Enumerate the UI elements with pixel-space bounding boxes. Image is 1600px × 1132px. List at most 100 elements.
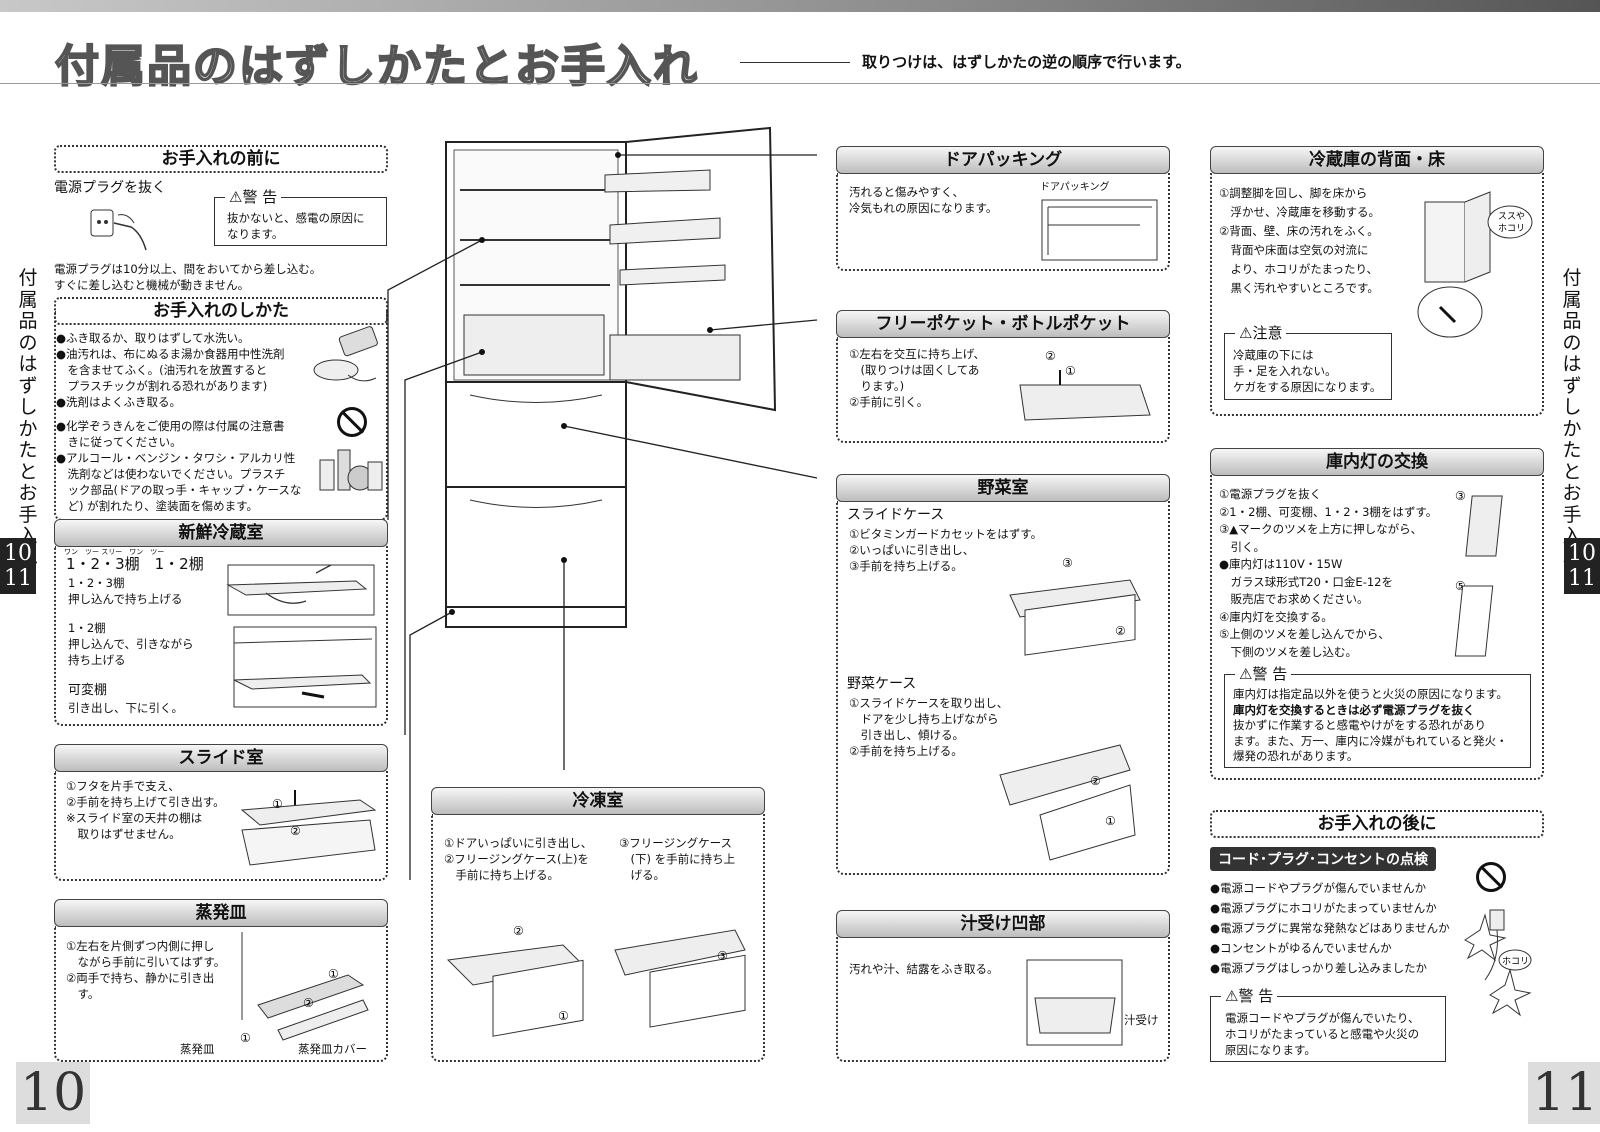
variable-shelf-title: 可変棚 bbox=[68, 683, 108, 698]
door-packing-fig-label: ドアパッキング bbox=[1040, 182, 1110, 193]
shelf-12-text: 押し込んで、引きながら持ち上げる bbox=[68, 637, 194, 667]
svg-text:ススや: ススや bbox=[1498, 211, 1525, 222]
shelf-123-text: 押し込んで持ち上げる bbox=[68, 592, 183, 606]
inspection-checklist: ●電源コードやプラグが傷んでいませんか●電源プラグにホコリがたまっていませんか●… bbox=[1210, 881, 1450, 975]
evap-tray-label: 蒸発皿 bbox=[180, 1042, 215, 1056]
drip-illustration bbox=[1026, 959, 1123, 1046]
caution-triangle-icon: ⚠ bbox=[1239, 324, 1253, 342]
after-care-warning-box: ⚠警 告 電源コードやプラグが傷んでいたり、ホコリがたまっていると感電や火災の原… bbox=[1210, 985, 1446, 1062]
svg-text:③: ③ bbox=[1062, 556, 1073, 570]
freezer-steps-1: ①ドアいっぱいに引き出し、②フリージングケース(上)を 手前に持ち上げる。 bbox=[444, 836, 593, 882]
fresh-room-heading: 新鮮冷蔵室 bbox=[54, 519, 388, 547]
vegetable-heading: 野菜室 bbox=[836, 474, 1170, 502]
svg-text:ホコリ: ホコリ bbox=[1502, 956, 1529, 967]
top-bar bbox=[0, 0, 1600, 12]
svg-text:②: ② bbox=[513, 924, 524, 938]
warning-triangle-icon: ⚠ bbox=[229, 188, 243, 206]
plug-illustration bbox=[90, 209, 147, 251]
warning-triangle-icon: ⚠ bbox=[1239, 665, 1253, 683]
warning-title: ⚠警 告 bbox=[225, 186, 282, 207]
free-pocket-heading: フリーポケット・ボトルポケット bbox=[836, 310, 1170, 338]
freezer-steps-2: ③フリージングケース (下) を手前に持ち上 げる。 bbox=[619, 836, 736, 882]
shelf-12-title: 1・2棚 bbox=[68, 621, 106, 635]
slide-room-illustration: ①② bbox=[240, 790, 377, 866]
page-subtitle: 取りつけは、はずしかたの逆の順序で行います。 bbox=[862, 53, 1191, 71]
variable-shelf-text: 引き出し、下に引く。 bbox=[68, 701, 183, 715]
after-care-heading: お手入れの後に bbox=[1210, 810, 1544, 838]
lamp-illustration: ③ ⑤ bbox=[1454, 489, 1503, 657]
evap-tray-steps: ①左右を片側ずつ内側に押し ながら手前に引いてはずす。②両手で持ち、静かに引き出… bbox=[66, 939, 226, 1001]
veg-case-title: 野菜ケース bbox=[847, 676, 917, 692]
fresh-room-box bbox=[54, 546, 388, 726]
evap-cover-label: 蒸発皿カバー bbox=[298, 1042, 367, 1056]
svg-text:①: ① bbox=[1105, 814, 1116, 828]
slide-room-box bbox=[54, 771, 388, 881]
slide-case-steps: ①ビタミンガードカセットをはずす。②いっぱいに引き出し、③手前を持ち上げる。 bbox=[849, 527, 1043, 573]
svg-text:ホコリ: ホコリ bbox=[1498, 223, 1525, 234]
page-number-right: 11 bbox=[1528, 1062, 1600, 1124]
page-title: 付属品のはずしかたとお手入れ bbox=[54, 40, 699, 93]
veg-case-steps: ①スライドケースを取り出し、 ドアを少し持ち上げながら 引き出し、傾ける。②手前… bbox=[849, 696, 1009, 758]
svg-text:①: ① bbox=[1065, 364, 1076, 378]
lamp-box bbox=[1210, 475, 1544, 780]
free-pocket-box bbox=[836, 337, 1170, 443]
door-packing-box bbox=[836, 173, 1170, 271]
back-floor-steps: ①調整脚を回し、脚を床から 浮かせ、冷蔵庫を移動する。②背面、壁、床の汚れをふく… bbox=[1219, 186, 1380, 295]
lamp-heading: 庫内灯の交換 bbox=[1210, 448, 1544, 476]
unplug-label: 電源プラグを抜く bbox=[54, 180, 166, 196]
prohibited-icon bbox=[1476, 862, 1506, 892]
shelf-123-illustration bbox=[226, 564, 375, 616]
freezer-upper-illustration: ②① bbox=[446, 924, 585, 1037]
shelf-12-illustration bbox=[233, 626, 377, 708]
drip-fig-label: 汁受け bbox=[1124, 1013, 1159, 1027]
evap-tray-heading: 蒸発皿 bbox=[54, 899, 388, 927]
veg-case-illustration: ②① bbox=[999, 744, 1136, 861]
lamp-warning-box: ⚠警 告 庫内灯は指定品以外を使うと火災の原因になります。 庫内灯を交換するとき… bbox=[1224, 663, 1531, 768]
freezer-lower-illustration: ③ bbox=[614, 929, 746, 1028]
before-care-heading: お手入れの前に bbox=[54, 145, 388, 173]
unplug-note: 電源プラグは10分以上、間をおいてから差し込む。すぐに差し込むと機械が動きません… bbox=[54, 262, 322, 292]
evap-tray-illustration: ① ② ① bbox=[240, 932, 369, 1045]
svg-text:①: ① bbox=[328, 967, 339, 981]
svg-text:③: ③ bbox=[1455, 489, 1466, 503]
drip-text: 汚れや汁、結露をふき取る。 bbox=[849, 962, 999, 976]
svg-text:②: ② bbox=[290, 824, 301, 838]
svg-text:②: ② bbox=[1115, 624, 1126, 638]
warning-triangle-icon: ⚠ bbox=[1225, 987, 1239, 1005]
vegetable-box bbox=[836, 501, 1170, 875]
back-floor-heading: 冷蔵庫の背面・床 bbox=[1210, 146, 1544, 174]
care-instructions: ●ふき取るか、取りはずして水洗い。●油汚れは、布にぬるま湯か食器用中性洗剤 を含… bbox=[56, 331, 285, 409]
back-floor-box bbox=[1210, 173, 1544, 416]
side-label-left: 付属品のはずしかたとお手入れ bbox=[18, 267, 38, 568]
svg-text:③: ③ bbox=[717, 949, 728, 963]
shelf-123-title: 1・2・3棚 bbox=[68, 576, 125, 590]
prohibited-icon bbox=[337, 407, 367, 437]
warning-box-unplug: ⚠警 告 抜かないと、感電の原因になります。 bbox=[214, 186, 387, 246]
back-floor-illustration: ススや ホコリ bbox=[1417, 191, 1533, 338]
free-pocket-steps: ①左右を交互に持ち上げ、 (取りつけは固くしてあ ります。)②手前に引く。 bbox=[849, 347, 986, 409]
care-warnings: ●化学ぞうきんをご使用の際は付属の注意書 きに従ってください。●アルコール・ベン… bbox=[56, 419, 302, 513]
free-pocket-illustration: ②① bbox=[1019, 349, 1151, 421]
page-number-left: 10 bbox=[16, 1062, 91, 1124]
side-label-right: 付属品のはずしかたとお手入れ bbox=[1562, 267, 1582, 568]
svg-text:①: ① bbox=[272, 797, 283, 811]
caution-box: ⚠注意 冷蔵庫の下には手・足を入れない。ケガをする原因になります。 bbox=[1224, 322, 1392, 400]
svg-text:①: ① bbox=[558, 1009, 569, 1023]
title-rule bbox=[740, 62, 850, 63]
svg-text:②: ② bbox=[1045, 349, 1056, 363]
evap-tray-box bbox=[54, 926, 388, 1062]
svg-text:①: ① bbox=[240, 1031, 251, 1045]
slide-room-heading: スライド室 bbox=[54, 744, 388, 772]
door-packing-illustration bbox=[1041, 199, 1158, 261]
door-packing-text: 汚れると傷みやすく、冷気もれの原因になります。 bbox=[849, 185, 998, 215]
inspection-badge: コード･プラグ･コンセントの点検 bbox=[1210, 847, 1436, 871]
svg-text:②: ② bbox=[1090, 774, 1101, 788]
svg-text:②: ② bbox=[303, 996, 314, 1010]
slide-room-steps: ①フタを片手で支え、②手前を持ち上げて引き出す。※スライド室の天井の棚は 取りは… bbox=[66, 779, 225, 841]
shelf-ruby: ワン ツー スリー ワン ツー bbox=[64, 548, 165, 556]
svg-text:⑤: ⑤ bbox=[1455, 579, 1466, 593]
drip-box bbox=[836, 937, 1170, 1062]
